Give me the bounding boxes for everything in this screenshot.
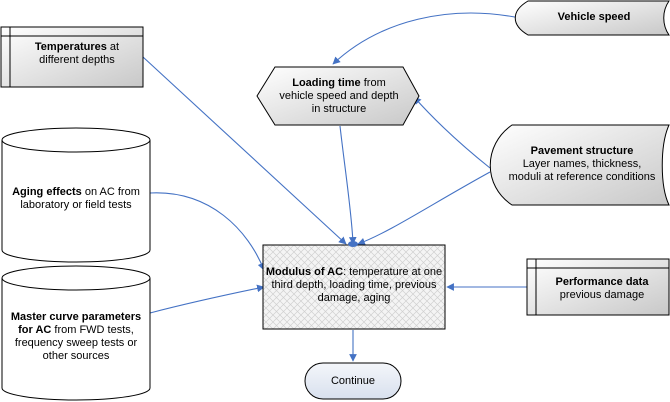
arrow-loading-time-to-modulus <box>339 125 357 245</box>
temperatures-node <box>0 26 144 88</box>
performance-data-node <box>526 258 670 316</box>
arrow-vehicle-speed-to-loading-time <box>332 12 521 65</box>
pavement-structure-node <box>489 124 670 206</box>
arrow-pavement-to-modulus <box>357 171 491 246</box>
vehicle-speed-node <box>514 0 670 36</box>
continue-node[interactable] <box>304 362 402 400</box>
pavement-structure-label: Pavement structure Layer names, thicknes… <box>508 145 656 183</box>
connection-point <box>348 241 358 247</box>
arrow-temperatures-to-modulus <box>142 56 347 245</box>
arrow-master-curve-to-modulus <box>149 284 265 314</box>
loading-time-node <box>256 66 420 126</box>
arrow-pavement-to-loading-time <box>413 96 491 169</box>
performance-data-label: Performance data previous damage <box>555 276 649 301</box>
modulus-node <box>262 244 446 330</box>
temperatures-label: Temperatures at different depths <box>34 41 120 66</box>
vehicle-speed-label: Vehicle speed <box>557 11 631 23</box>
master-curve-node <box>1 265 151 401</box>
arrow-aging-to-modulus <box>149 192 265 271</box>
aging-effects-node <box>1 127 151 263</box>
continue-label[interactable]: Continue <box>330 375 376 387</box>
modulus-label: Modulus of AC: temperature at one third … <box>265 266 443 304</box>
loading-time-label: Loading time from vehicle speed and dept… <box>279 77 399 115</box>
aging-effects-label: Aging effects on AC from laboratory or f… <box>12 186 140 211</box>
master-curve-label: Master curve parameters for AC from FWD … <box>10 311 142 362</box>
